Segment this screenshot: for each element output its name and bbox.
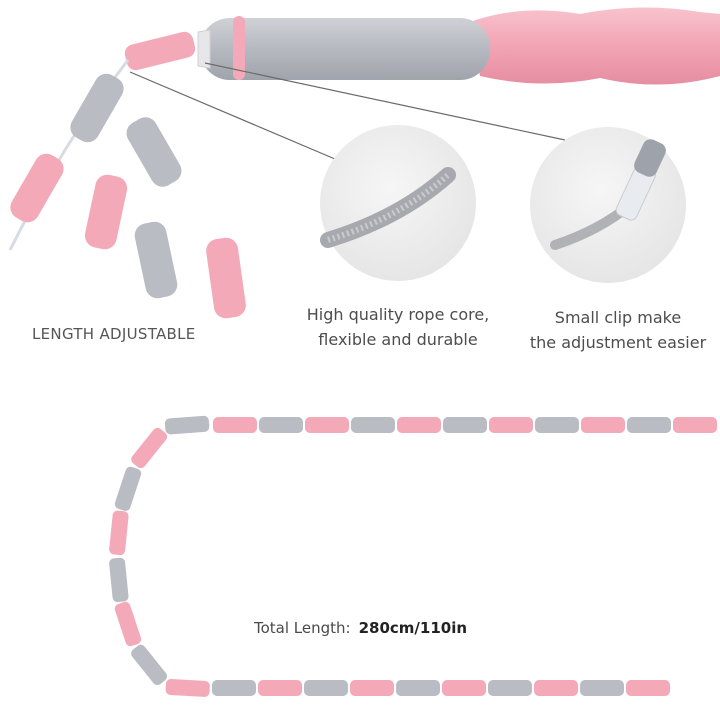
rope-bead (396, 680, 440, 696)
rope-bead (109, 510, 129, 556)
handle-end-clip (124, 31, 196, 71)
clip-caption-line2: the adjustment easier (529, 333, 707, 352)
handle-pink-grip (470, 7, 720, 85)
clip-caption: Small clip make the adjustment easier (518, 305, 718, 355)
rope-bead (114, 466, 142, 511)
rope-bead (131, 644, 168, 686)
handle-collar (197, 29, 211, 69)
rope-bead (397, 417, 441, 433)
rope-bead (443, 417, 487, 433)
rope-bead (535, 417, 579, 433)
rope-core-caption-line1: High quality rope core, (306, 305, 490, 324)
rope-bead (350, 680, 394, 696)
rope-bead (673, 417, 717, 433)
zoom-rope-core (320, 125, 476, 281)
rope-bead (580, 680, 624, 696)
rope-bead (627, 417, 671, 433)
rope-bead (581, 417, 625, 433)
total-length: Total Length: 280cm/110in (254, 619, 467, 637)
adjustable-beads-on-rope (10, 73, 124, 223)
rope-bead (114, 601, 142, 647)
rope-bead (212, 680, 256, 696)
rope-bead (626, 680, 670, 696)
rope-core-caption: High quality rope core, flexible and dur… (298, 302, 498, 352)
rope-bead (304, 680, 348, 696)
callout-lines (129, 62, 566, 163)
rope-bead (489, 417, 533, 433)
rope-bead (488, 680, 532, 696)
rope-bead (442, 680, 486, 696)
total-length-value: 280cm/110in (358, 619, 468, 637)
rope-bead (164, 415, 210, 435)
rope-core-caption-line2: flexible and durable (318, 330, 478, 349)
rope-bead (305, 417, 349, 433)
rope-bead (534, 680, 578, 696)
length-adjustable-label: LENGTH ADJUSTABLE (32, 325, 196, 343)
loose-beads (84, 117, 246, 319)
rope-bead (351, 417, 395, 433)
handle-gray-body (200, 18, 490, 80)
handle (124, 7, 720, 85)
zoom-clip (530, 127, 686, 283)
total-length-label: Total Length: (254, 619, 351, 637)
rope-bead (165, 678, 210, 697)
rope-bead (109, 557, 129, 603)
rope-bead (258, 680, 302, 696)
handle-ring (233, 16, 245, 80)
clip-caption-line1: Small clip make (554, 308, 682, 327)
rope-loop (109, 415, 717, 697)
rope-bead (131, 427, 168, 469)
rope-bead (259, 417, 303, 433)
rope-bead (213, 417, 257, 433)
